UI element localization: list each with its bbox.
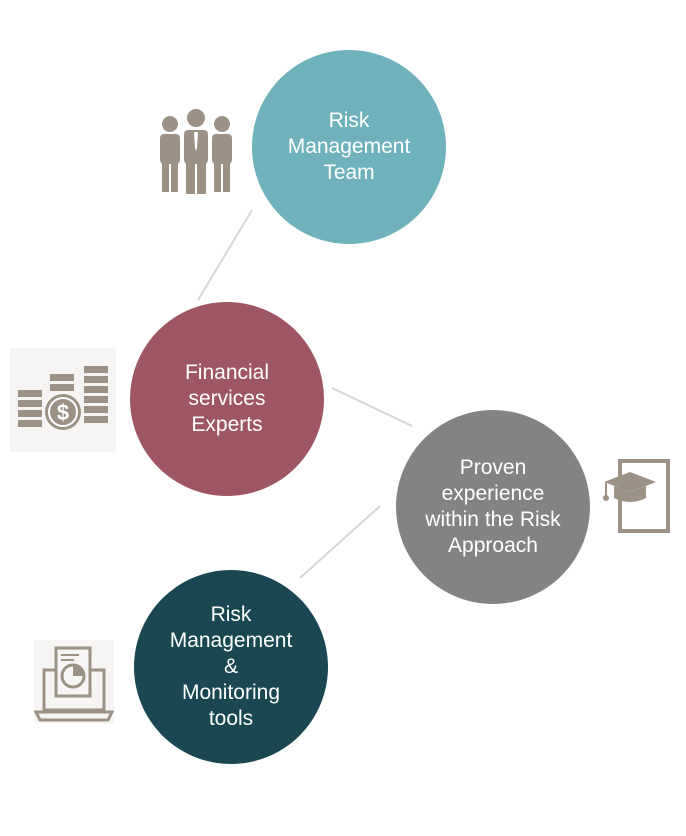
connector-experience-tools: [299, 505, 381, 579]
node-financial-services-experts: Financial services Experts: [130, 302, 324, 496]
node-proven-experience: Proven experience within the Risk Approa…: [396, 410, 590, 604]
money-stack-icon: $: [10, 348, 116, 452]
node-risk-management-team: Risk Management Team: [252, 50, 446, 244]
svg-text:$: $: [57, 400, 69, 425]
node-proven-experience-label: Proven experience within the Risk Approa…: [425, 456, 561, 557]
connector-team-experts: [197, 209, 253, 301]
node-financial-services-experts-label: Financial services Experts: [184, 361, 270, 436]
node-monitoring-tools-label: Risk Management & Monitoring tools: [169, 603, 293, 730]
node-risk-management-team-label: Risk Management Team: [287, 109, 411, 184]
node-monitoring-tools: Risk Management & Monitoring tools: [134, 570, 328, 764]
connector-experts-experience: [331, 387, 413, 427]
graduation-board-icon: [603, 459, 670, 533]
laptop-report-icon: [34, 640, 114, 724]
people-icon: [160, 109, 232, 194]
